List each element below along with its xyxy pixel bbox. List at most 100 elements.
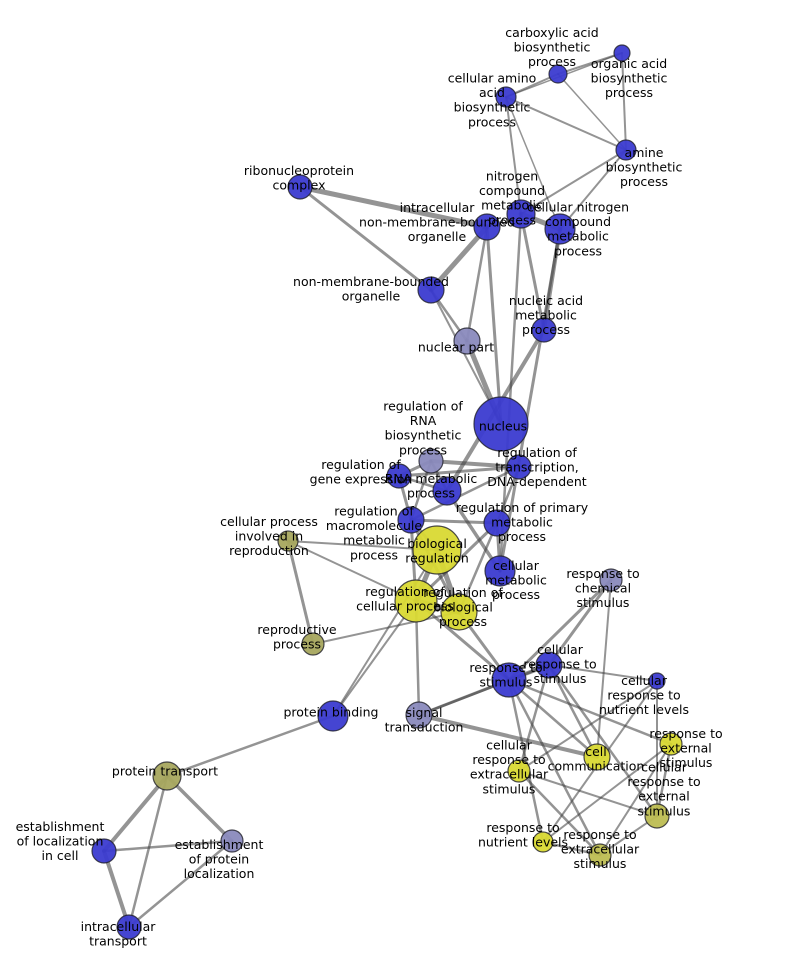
- node-response-to-extracellular-stimulus[interactable]: [588, 843, 612, 867]
- node-cellular-amino-acid-biosynthetic-process[interactable]: [495, 86, 517, 108]
- node-regulation-of-primary-metabolic-process[interactable]: [483, 509, 511, 537]
- node-cellular-process-involved-in-reproduction[interactable]: [277, 530, 299, 552]
- edge-cellular-response-to-stimulus--cellular-response-to-extracellular-stimulus: [517, 663, 551, 773]
- node-nuclear-part[interactable]: [453, 327, 481, 355]
- node-biological-regulation[interactable]: [412, 525, 462, 575]
- node-protein-transport[interactable]: [152, 761, 182, 791]
- edge-cellular-response-to-stimulus--response-to-chemical-stimulus: [547, 578, 613, 667]
- node-regulation-of-rna-biosynthetic-process[interactable]: [418, 448, 444, 474]
- edge-ribonucleoprotein-complex--intracellular-non-membrane-bounded-organelle: [297, 184, 490, 230]
- edge-protein-binding--regulation-of-cellular-process: [332, 600, 417, 717]
- edge-protein-transport--establishment-of-protein-localization: [165, 774, 234, 843]
- edge-establishment-of-localization-in-cell--intracellular-transport: [102, 849, 131, 929]
- edge-response-to-extracellular-stimulus--cellular-response-to-extracellular-stimulus: [517, 769, 602, 857]
- edge-response-to-stimulus--response-to-chemical-stimulus: [507, 578, 613, 682]
- node-regulation-of-cellular-process[interactable]: [394, 579, 438, 623]
- edge-response-to-external-stimulus--response-to-nutrient-levels: [542, 743, 672, 843]
- edge-response-to-stimulus--response-to-external-stimulus: [507, 678, 673, 746]
- edge-regulation-of-transcription-dna-dependent--regulation-of-gene-expression: [397, 465, 521, 478]
- node-response-to-nutrient-levels[interactable]: [532, 831, 554, 853]
- edge-protein-transport--establishment-of-localization-in-cell: [102, 774, 169, 853]
- edge-cellular-process-involved-in-reproduction--biological-regulation: [287, 540, 438, 551]
- node-cell-communication[interactable]: [583, 743, 611, 771]
- edge-response-to-chemical-stimulus--cell-communication: [596, 579, 612, 758]
- node-cellular-response-to-external-stimulus[interactable]: [644, 803, 670, 829]
- node-carboxylic-acid-biosynthetic-process[interactable]: [548, 64, 568, 84]
- edge-cellular-response-to-nutrient-levels--cellular-response-to-extracellular-stimulus: [518, 680, 658, 772]
- edge-cellular-process-involved-in-reproduction--reproductive-process: [286, 539, 315, 646]
- edge-cellular-amino-acid-biosynthetic-process--cellular-nitrogen-compound-metabolic-process: [505, 96, 561, 230]
- edge-cellular-amino-acid-biosynthetic-process--nitrogen-compound-metabolic-process: [505, 96, 522, 215]
- edge-response-to-external-stimulus--response-to-extracellular-stimulus: [599, 743, 672, 856]
- edge-protein-binding--protein-transport: [165, 714, 335, 778]
- edge-protein-transport--intracellular-transport: [127, 774, 169, 929]
- node-intracellular-transport[interactable]: [116, 914, 142, 940]
- nodes-layer: [91, 44, 683, 940]
- node-response-to-chemical-stimulus[interactable]: [599, 568, 623, 592]
- node-cellular-nitrogen-compound-metabolic-process[interactable]: [544, 213, 576, 245]
- edge-intracellular-non-membrane-bounded-organelle--nucleus: [485, 225, 503, 426]
- edge-cellular-amino-acid-biosynthetic-process--amine-biosynthetic-process: [505, 96, 627, 151]
- edge-cellular-response-to-stimulus--signal-transduction: [417, 663, 551, 717]
- edge-amine-biosynthetic-process--nitrogen-compound-metabolic-process: [520, 149, 627, 215]
- node-organic-acid-biosynthetic-process[interactable]: [613, 44, 631, 62]
- node-intracellular-non-membrane-bounded-organelle[interactable]: [473, 213, 501, 241]
- edge-protein-binding--biological-regulation: [332, 549, 438, 717]
- node-establishment-of-localization-in-cell[interactable]: [91, 838, 117, 864]
- node-cellular-response-to-extracellular-stimulus[interactable]: [507, 759, 531, 783]
- edge-establishment-of-localization-in-cell--establishment-of-protein-localization: [102, 839, 234, 853]
- node-reproductive-process[interactable]: [301, 632, 325, 656]
- node-non-membrane-bounded-organelle[interactable]: [417, 276, 445, 304]
- node-cellular-response-to-nutrient-levels[interactable]: [648, 672, 666, 690]
- node-cellular-metabolic-process[interactable]: [484, 555, 516, 587]
- edges-layer: [102, 52, 673, 929]
- node-rna-metabolic-process[interactable]: [432, 476, 462, 506]
- node-response-to-stimulus[interactable]: [491, 662, 527, 698]
- edge-regulation-of-transcription-dna-dependent--regulation-of-macromolecule-metabolic-process: [409, 465, 521, 522]
- edge-response-to-stimulus--response-to-extracellular-stimulus: [507, 678, 602, 857]
- node-nucleus[interactable]: [473, 396, 529, 452]
- edge-cell-communication--signal-transduction: [417, 713, 599, 759]
- node-nitrogen-compound-metabolic-process[interactable]: [506, 199, 536, 229]
- edge-amine-biosynthetic-process--cellular-nitrogen-compound-metabolic-process: [559, 149, 627, 230]
- node-cellular-response-to-stimulus[interactable]: [535, 651, 563, 679]
- edge-reproductive-process--regulation-of-biological-process: [312, 611, 460, 645]
- node-regulation-of-biological-process[interactable]: [440, 593, 478, 631]
- node-regulation-of-macromolecule-metabolic-process[interactable]: [397, 506, 425, 534]
- edge-ribonucleoprotein-complex--non-membrane-bounded-organelle: [298, 185, 433, 292]
- node-regulation-of-transcription-dna-dependent[interactable]: [506, 454, 532, 480]
- edge-cellular-nitrogen-compound-metabolic-process--cellular-metabolic-process: [498, 227, 562, 573]
- edge-organic-acid-biosynthetic-process--amine-biosynthetic-process: [621, 52, 627, 151]
- edge-establishment-of-protein-localization--intracellular-transport: [127, 839, 234, 929]
- node-regulation-of-gene-expression[interactable]: [386, 463, 412, 489]
- edge-response-to-stimulus--response-to-nutrient-levels: [507, 678, 545, 844]
- node-signal-transduction[interactable]: [405, 701, 433, 729]
- edge-regulation-of-rna-biosynthetic-process--regulation-of-transcription-dna-dependent: [429, 459, 521, 469]
- edge-regulation-of-macromolecule-metabolic-process--regulation-of-primary-metabolic-process: [409, 518, 499, 525]
- edge-rna-metabolic-process--cellular-metabolic-process: [445, 489, 502, 573]
- node-nucleic-acid-metabolic-process[interactable]: [531, 317, 557, 343]
- edge-intracellular-non-membrane-bounded-organelle--nuclear-part: [465, 225, 489, 343]
- node-amine-biosynthetic-process[interactable]: [615, 139, 637, 161]
- edge-nitrogen-compound-metabolic-process--nucleic-acid-metabolic-process: [519, 212, 546, 332]
- node-response-to-external-stimulus[interactable]: [659, 732, 683, 756]
- edge-cellular-process-involved-in-reproduction--regulation-of-cellular-process: [287, 540, 417, 602]
- edge-cellular-response-to-stimulus--cell-communication: [547, 663, 599, 759]
- edge-intracellular-non-membrane-bounded-organelle--non-membrane-bounded-organelle: [428, 224, 490, 293]
- node-establishment-of-protein-localization[interactable]: [220, 829, 244, 853]
- edge-response-to-stimulus--cell-communication: [507, 678, 599, 759]
- node-protein-binding[interactable]: [317, 700, 349, 732]
- edge-cellular-response-to-extracellular-stimulus--cellular-response-to-external-stimulus: [518, 770, 658, 817]
- edge-carboxylic-acid-biosynthetic-process--amine-biosynthetic-process: [557, 73, 627, 151]
- node-ribonucleoprotein-complex[interactable]: [287, 174, 313, 200]
